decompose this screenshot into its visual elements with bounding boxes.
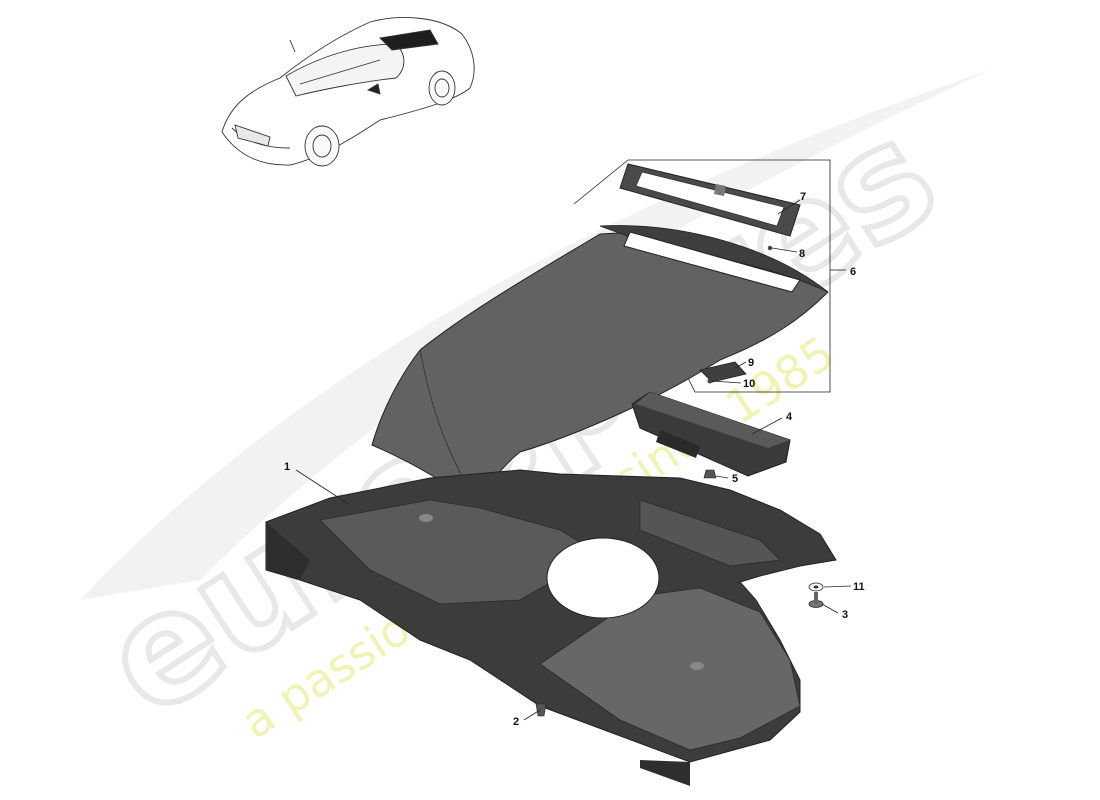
part-11-washer [808, 582, 824, 592]
car-thumbnail [221, 17, 475, 167]
part-10-screw [707, 378, 713, 384]
part-7-frame [619, 163, 801, 237]
part-8-screw [767, 245, 773, 251]
callout-8: 8 [799, 248, 805, 260]
callout-11: 11 [853, 581, 865, 593]
part-3-fastener [808, 592, 824, 608]
callout-3: 3 [842, 609, 848, 621]
leader-10 [711, 380, 742, 384]
leader-lines [295, 199, 852, 721]
callout-10: 10 [743, 378, 755, 390]
leader-4 [751, 417, 783, 435]
part-2-fastener [535, 703, 547, 717]
part-6-bracket [573, 159, 846, 393]
callout-2: 2 [513, 716, 519, 728]
leader-2 [523, 709, 541, 721]
callout-5: 5 [732, 473, 738, 485]
tray-cutout [546, 537, 660, 619]
leader-7 [777, 199, 801, 215]
callout-7: 7 [800, 191, 806, 203]
part-9-clip [699, 361, 747, 383]
part-4-housing [631, 391, 791, 477]
leader-8 [771, 247, 798, 253]
callout-labels: 1 2 3 4 5 6 7 8 9 10 11 [284, 191, 865, 728]
part-1-tray [265, 469, 837, 786]
watermark-swoosh [80, 70, 990, 600]
leader-3 [821, 603, 839, 614]
callout-1: 1 [284, 461, 290, 473]
leader-1 [295, 469, 351, 506]
leader-5 [715, 475, 729, 479]
callout-6: 6 [850, 266, 856, 278]
leader-9 [734, 361, 747, 369]
callout-4: 4 [786, 411, 793, 423]
callout-9: 9 [748, 357, 754, 369]
leader-11 [823, 585, 852, 588]
part-5-fastener [703, 469, 717, 479]
